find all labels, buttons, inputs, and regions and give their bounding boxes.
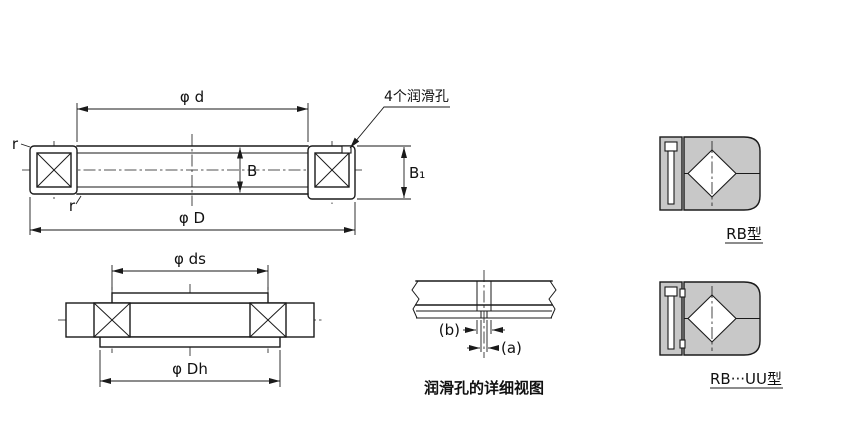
dim-phi-d: φ d: [76, 88, 309, 142]
seal-bottom: [679, 339, 686, 349]
fillet-label-bottom: r: [69, 197, 76, 215]
dim-label-b: B: [247, 162, 257, 180]
bolt-hole-slot: [667, 150, 675, 205]
dim-label-b-hole: (b): [439, 321, 460, 339]
detail-view-caption: 润滑孔的详细视图: [424, 379, 544, 397]
lube-holes-label: 4个润滑孔: [384, 88, 449, 105]
lubrication-hole: [341, 145, 352, 154]
dim-b1: B₁: [357, 145, 425, 200]
fillet-callout-top: r: [12, 135, 31, 153]
rb-type-label: RB型: [726, 225, 762, 243]
fillet-label-top: r: [12, 135, 19, 153]
rb-uu-type-figure: RB···UU型: [659, 281, 783, 389]
fillet-callout-bottom: r: [69, 195, 82, 215]
dim-label-phi-d: φ d: [180, 88, 204, 106]
bolt-counterbore: [664, 286, 678, 297]
lube-holes-callout: 4个润滑孔: [349, 88, 450, 149]
dim-a-hole: (a): [467, 320, 522, 357]
leader-line: [349, 106, 450, 149]
lube-hole-detail-view: (b) (a) 润滑孔的详细视图: [411, 270, 557, 397]
dim-label-phi-ds: φ ds: [174, 250, 206, 268]
dim-label-b1: B₁: [409, 164, 425, 182]
dim-phi-D: φ D: [29, 197, 356, 235]
bolt-counterbore: [664, 141, 678, 152]
right-roller-diagonal-2: [314, 152, 350, 188]
right-roller-diagonal-2: [249, 302, 287, 338]
leader-line: [75, 195, 82, 205]
break-line-right: [548, 280, 557, 319]
housing-seat-lip: [99, 336, 281, 348]
left-roller-diagonal-2: [36, 152, 72, 188]
rb-type-figure: RB型: [659, 136, 763, 244]
dim-phi-ds: φ ds: [111, 250, 269, 290]
dim-label-phi-Dh: φ Dh: [172, 360, 208, 378]
dim-phi-Dh: φ Dh: [99, 350, 281, 387]
leader-line: [20, 143, 31, 148]
inner-ring-lip: [111, 292, 269, 304]
rb-uu-type-label: RB···UU型: [710, 370, 782, 388]
mounted-section-view: φ ds φ Dh: [58, 250, 322, 387]
dim-label-phi-D: φ D: [179, 209, 205, 227]
left-roller-diagonal-2: [93, 302, 131, 338]
main-section-view: φ d B B₁ φ D r r: [12, 88, 450, 235]
seal-top: [679, 288, 686, 298]
dim-b: B: [237, 147, 257, 193]
bolt-hole-slot: [667, 295, 675, 350]
break-line-left: [411, 280, 420, 319]
dim-b-hole: (b): [439, 320, 505, 339]
dim-label-a-hole: (a): [501, 339, 522, 357]
